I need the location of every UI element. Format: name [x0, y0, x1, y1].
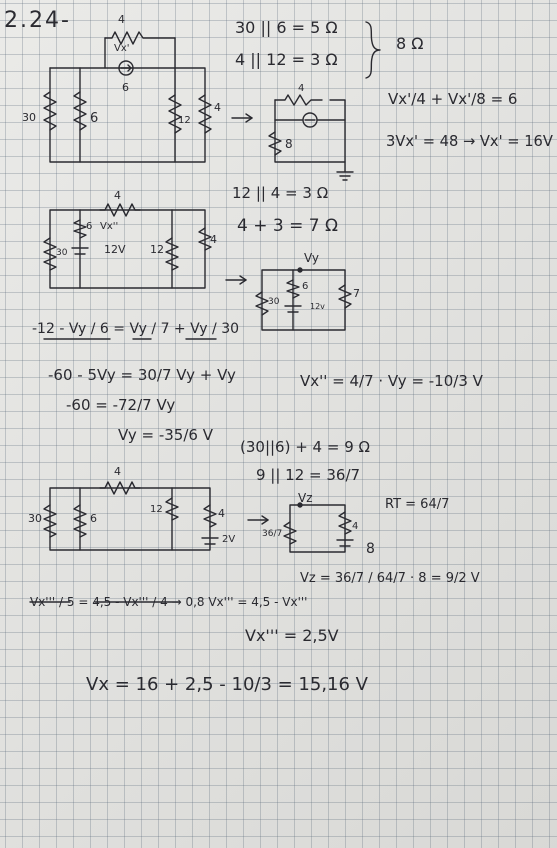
circuit-label: 2V	[222, 534, 236, 545]
equation: Vx'/4 + Vx'/8 = 6	[388, 90, 518, 108]
equation: (30||6) + 4 = 9 Ω	[240, 438, 370, 456]
equation: 8 Ω	[396, 34, 424, 53]
circuit-label: 12v	[310, 302, 325, 311]
problem-number: 2.24-	[4, 8, 71, 33]
circuit-label: 8	[285, 137, 293, 151]
circuit-label: 7	[353, 287, 360, 300]
circuit-1	[43, 31, 212, 163]
circuit-label: Vz	[298, 491, 313, 505]
equation: 4 || 12 = 3 Ω	[235, 50, 338, 69]
resistor-12	[168, 94, 182, 134]
equation: Vx'' = 4/7 · Vy = -10/3 V	[300, 372, 483, 390]
circuit-label: 6	[90, 111, 99, 126]
circuit-label: 4	[118, 13, 125, 26]
final-result: Vx = 16 + 2,5 - 10/3 = 15,16 V	[86, 674, 368, 695]
equation: Vy = -35/6 V	[118, 426, 213, 444]
equation: Vx''' / 5 = 4,5 - Vx''' / 4 → 0,8 Vx''' …	[30, 595, 308, 609]
circuit-1-reduced	[268, 94, 354, 181]
equation: Vx''' = 2,5V	[245, 626, 339, 645]
circuit-label: 30	[28, 512, 42, 525]
circuit-3	[43, 481, 219, 551]
circuit-label: 6	[86, 221, 93, 232]
equation: 30 || 6 = 5 Ω	[235, 18, 338, 37]
circuit-label: 12	[150, 504, 163, 515]
circuit-label: 12	[178, 115, 191, 126]
arrow-1	[231, 113, 253, 123]
curly-brace	[365, 21, 381, 79]
circuit-label: 4	[352, 521, 359, 532]
circuit-label: 4	[298, 83, 305, 94]
equation: -60 - 5Vy = 30/7 Vy + Vy	[48, 366, 236, 384]
circuit-label: 6	[122, 81, 129, 94]
circuit-label: 12V	[104, 243, 126, 256]
circuit-label: 12	[150, 243, 164, 256]
equation: -60 = -72/7 Vy	[66, 396, 176, 414]
equation: 12 || 4 = 3 Ω	[232, 184, 329, 202]
circuit-label: 30	[268, 297, 280, 307]
arrow-2	[225, 275, 247, 285]
resistor-30	[43, 91, 57, 131]
resistor-4	[104, 31, 176, 45]
equation: 3Vx' = 48 → Vx' = 16V	[386, 132, 553, 150]
circuit-2-reduced	[255, 267, 352, 331]
circuit-label: 4	[114, 465, 121, 478]
circuit-label: Vy	[304, 251, 319, 265]
resistor-4b	[198, 94, 212, 134]
equation: -12 - Vy / 6 = Vy / 7 + Vy / 30	[32, 321, 240, 337]
circuit-label: Vx''	[100, 221, 119, 232]
circuit-label: 4	[210, 233, 217, 246]
equation: 4 + 3 = 7 Ω	[237, 216, 338, 236]
equation: Vz = 36/7 / 64/7 · 8 = 9/2 V	[300, 571, 480, 586]
circuit-label: 4	[114, 189, 121, 202]
circuit-label: 6	[302, 281, 309, 292]
resistor-6	[73, 91, 87, 131]
equation: RT = 64/7	[385, 497, 450, 512]
circuit-label: 6	[90, 512, 97, 525]
circuit-label: Vx'	[114, 43, 130, 54]
circuit-label: 4	[214, 101, 221, 114]
circuit-label: 30	[22, 111, 36, 124]
equation: 9 || 12 = 36/7	[256, 466, 361, 484]
circuit-label: 4	[218, 507, 225, 520]
current-source-icon	[118, 60, 134, 76]
circuit-label: 8	[366, 541, 375, 557]
arrow-3	[247, 515, 269, 525]
circuit-3-reduced	[283, 502, 354, 553]
circuit-label: 36/7	[262, 529, 283, 539]
circuit-label: 30	[56, 248, 68, 258]
circuit-2	[43, 203, 212, 289]
